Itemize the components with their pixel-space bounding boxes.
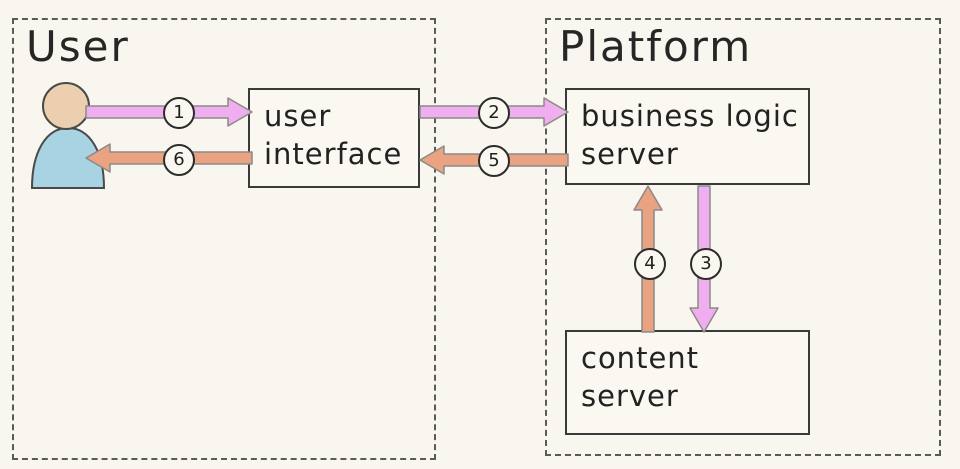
- node-user-interface-line1: user: [264, 99, 332, 133]
- node-content-server-line1: content: [581, 341, 700, 375]
- person-head: [42, 82, 90, 130]
- node-user-interface: user interface: [248, 88, 420, 188]
- step-6-badge: 6: [163, 144, 195, 176]
- node-content-server: content server: [565, 330, 810, 435]
- step-2-badge: 2: [478, 97, 510, 129]
- step-3-badge: 3: [690, 248, 722, 280]
- container-user: [12, 18, 436, 460]
- container-platform: [545, 18, 941, 456]
- step-1-badge: 1: [163, 97, 195, 129]
- node-business-logic-server-line1: business logic: [581, 99, 799, 133]
- container-user-label: User: [26, 22, 130, 71]
- node-business-logic-server: business logic server: [565, 88, 810, 185]
- step-4-badge: 4: [634, 248, 666, 280]
- node-business-logic-server-line2: server: [581, 136, 679, 171]
- container-platform-label: Platform: [559, 22, 753, 71]
- step-5-badge: 5: [478, 145, 510, 177]
- node-content-server-line2: server: [581, 378, 679, 413]
- node-user-interface-line2: interface: [264, 136, 403, 171]
